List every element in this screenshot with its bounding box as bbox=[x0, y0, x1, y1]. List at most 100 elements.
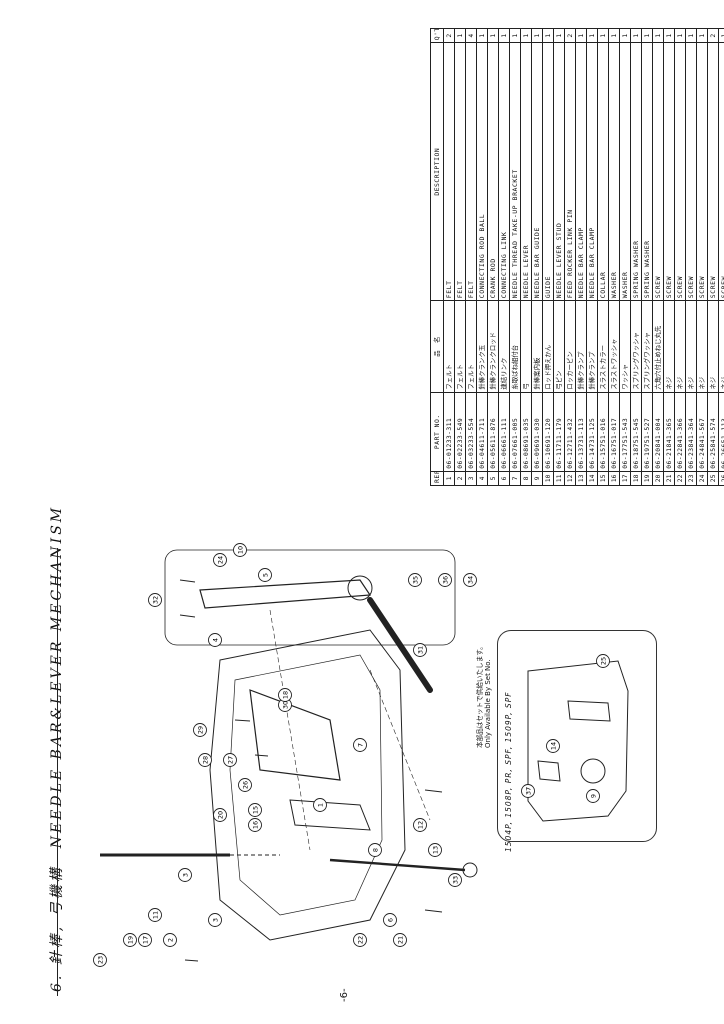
inset-stud bbox=[580, 758, 606, 784]
cell-description: NEEDLE BAR GUIDE bbox=[531, 42, 543, 301]
cell-jp-name: 針棒クランプ bbox=[575, 300, 587, 393]
cell-description: NEEDLE THREAD TAKE-UP BRACKET bbox=[509, 42, 521, 301]
cell-qty: 1 bbox=[641, 28, 653, 43]
callout-circle bbox=[208, 913, 222, 927]
callout-label: 17 bbox=[141, 936, 149, 944]
inset-arm bbox=[527, 660, 629, 822]
cell-description: GUIDE bbox=[542, 42, 554, 301]
callout-4: 4 bbox=[208, 633, 222, 647]
header-ref-no: REF NO. bbox=[430, 471, 444, 486]
callout-label: 30 bbox=[281, 701, 289, 709]
callout-label: 12 bbox=[416, 821, 424, 829]
cell-jp-name: 針棒クランクロッド bbox=[487, 300, 499, 393]
callout-35: 35 bbox=[408, 573, 422, 587]
parts-table: REF NO. PART NO. 品 名 DESCRIPTION Q'TY 10… bbox=[430, 28, 724, 486]
cell-jp-name: スプリングワッシャ bbox=[641, 300, 653, 393]
callout-circle bbox=[223, 753, 237, 767]
parts-table-container: REF NO. PART NO. 品 名 DESCRIPTION Q'TY 10… bbox=[430, 28, 724, 486]
cell-description: SPRING WASHER bbox=[641, 42, 653, 301]
callout-15: 15 bbox=[248, 803, 262, 817]
callout-label: 1 bbox=[316, 803, 324, 807]
callout-label: 21 bbox=[396, 936, 404, 944]
callout-6: 6 bbox=[383, 913, 397, 927]
cell-part-no: 06-24841-567 bbox=[696, 392, 708, 472]
callout-label: 27 bbox=[226, 756, 234, 764]
cell-part-no: 06-21841-365 bbox=[663, 392, 675, 472]
callout-label: 37 bbox=[524, 787, 532, 795]
cell-part-no: 06-07661-005 bbox=[509, 392, 521, 472]
cell-part-no: 06-23841-364 bbox=[685, 392, 697, 472]
cell-jp-name: フェルト bbox=[454, 300, 466, 393]
cell-part-no: 06-09691-030 bbox=[531, 392, 543, 472]
cell-qty: 1 bbox=[509, 28, 521, 43]
callout-18: 18 bbox=[278, 688, 292, 702]
callout-circle bbox=[278, 688, 292, 702]
callout-circle bbox=[248, 818, 262, 832]
inset-clamp bbox=[537, 760, 561, 782]
cell-qty: 1 bbox=[597, 28, 609, 43]
cell-ref-no: 12 bbox=[564, 471, 576, 486]
cell-ref-no: 26 bbox=[718, 471, 724, 486]
cell-description: FELT bbox=[465, 42, 477, 301]
cell-jp-name: ネジ bbox=[696, 300, 708, 393]
callout-label: 4 bbox=[211, 638, 219, 642]
callout-33: 33 bbox=[448, 873, 462, 887]
header-qty: Q'TY bbox=[430, 28, 444, 43]
cell-qty: 1 bbox=[498, 28, 510, 43]
cell-qty: 1 bbox=[476, 28, 488, 43]
cell-description: FEED ROCKER LINK PIN bbox=[564, 42, 576, 301]
screw-group bbox=[179, 579, 443, 962]
inset-callout-14: 14 bbox=[546, 739, 560, 753]
cell-ref-no: 11 bbox=[553, 471, 565, 486]
section-title: 6. 針棒, 弓機構 NEEDLE BAR&LEVER MECHANISM bbox=[49, 504, 65, 992]
callout-label: 6 bbox=[386, 918, 394, 922]
cell-part-no: 06-19751-527 bbox=[641, 392, 653, 472]
cell-description: SCREW bbox=[718, 42, 724, 301]
callout-circle bbox=[438, 573, 452, 587]
cell-description: SCREW bbox=[685, 42, 697, 301]
header-part-no: PART NO. bbox=[430, 392, 444, 472]
callout-label: 33 bbox=[451, 876, 459, 884]
callout-label: 25 bbox=[599, 657, 607, 665]
cell-ref-no: 8 bbox=[520, 471, 532, 486]
callout-circle bbox=[248, 803, 262, 817]
callout-3: 3 bbox=[178, 868, 192, 882]
cell-qty: 1 bbox=[696, 28, 708, 43]
callout-36: 36 bbox=[438, 573, 452, 587]
cell-part-no: 06-02233-549 bbox=[454, 392, 466, 472]
cell-description: FELT bbox=[443, 42, 455, 301]
cell-jp-name: フェルト bbox=[443, 300, 455, 393]
callout-8: 8 bbox=[368, 843, 382, 857]
cell-description: SCREW bbox=[674, 42, 686, 301]
cell-ref-no: 6 bbox=[498, 471, 510, 486]
cell-ref-no: 23 bbox=[685, 471, 697, 486]
callout-19: 19 bbox=[123, 933, 137, 947]
cell-jp-name: ネジ bbox=[707, 300, 719, 393]
crank-rod-eye bbox=[347, 575, 373, 601]
cell-jp-name: 弓ピン bbox=[553, 300, 565, 393]
cell-description: COLLAR bbox=[597, 42, 609, 301]
cell-qty: 1 bbox=[663, 28, 675, 43]
cell-qty: 2 bbox=[564, 28, 576, 43]
cell-jp-name: 針棒案内板 bbox=[531, 300, 543, 393]
cell-part-no: 06-04611-711 bbox=[476, 392, 488, 472]
callout-label: 29 bbox=[196, 726, 204, 734]
cell-part-no: 06-22841-366 bbox=[674, 392, 686, 472]
callout-1: 1 bbox=[313, 798, 327, 812]
callout-circle bbox=[233, 543, 247, 557]
cell-ref-no: 25 bbox=[707, 471, 719, 486]
callout-circle bbox=[148, 593, 162, 607]
callout-label: 8 bbox=[371, 848, 379, 852]
callout-27: 27 bbox=[223, 753, 237, 767]
callout-circle bbox=[93, 953, 107, 967]
lower-needle-bar bbox=[329, 858, 466, 872]
